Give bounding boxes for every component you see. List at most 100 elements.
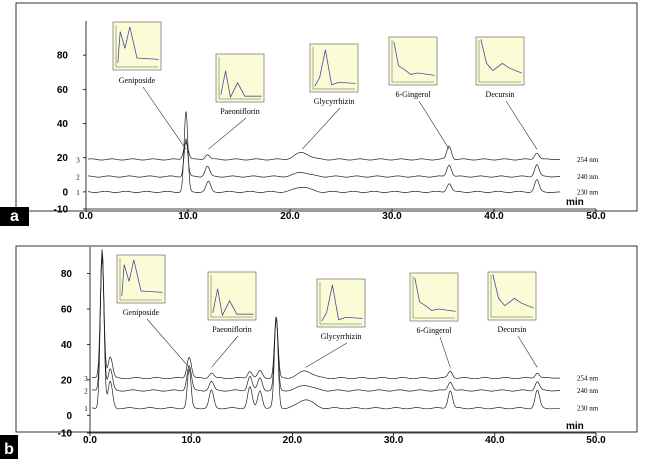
inset-spectrum (117, 26, 159, 63)
leader-line (211, 335, 239, 368)
y-tick-label: -10 (54, 205, 69, 216)
compound-label: Geniposide (119, 76, 156, 85)
inset-spectrum (393, 41, 435, 76)
y-tick-label: 40 (61, 340, 73, 351)
panel-tag-box (0, 435, 18, 459)
y-tick-label: 60 (61, 305, 73, 316)
leader-line (302, 107, 341, 150)
leader-line (505, 100, 538, 150)
plot-frame (15, 245, 638, 433)
inset-spectrum (492, 274, 534, 309)
trace-2 (87, 137, 561, 178)
x-tick-label: 50.0 (586, 435, 606, 446)
uv-spectrum-inset (388, 36, 438, 86)
trace-3 (87, 142, 560, 161)
x-tick-label: 20.0 (283, 435, 303, 446)
y-tick-label: 0 (62, 187, 68, 198)
wavelength-label: 230 nm (577, 188, 599, 196)
trace-number: 2 (84, 387, 88, 395)
inset-spectrum (220, 70, 262, 99)
x-tick-label: 10.0 (181, 435, 201, 446)
trace-1 (87, 111, 561, 193)
y-tick-label: 0 (66, 411, 72, 422)
x-tick-label: 10.0 (178, 211, 198, 222)
trace-3 (91, 254, 560, 380)
trace-number: 1 (84, 405, 88, 413)
compound-label: Decursin (498, 325, 527, 334)
trace-number: 3 (84, 375, 88, 383)
leader-line (305, 342, 348, 368)
trace-number: 3 (76, 156, 80, 164)
wavelength-label: 240 nm (577, 387, 599, 395)
inset-box (309, 43, 359, 93)
uv-spectrum-inset (475, 36, 525, 86)
panel-tag: b (4, 441, 14, 458)
uv-spectrum-inset (316, 278, 366, 328)
wavelength-label: 254 nm (577, 375, 599, 383)
wavelength-label: 254 nm (577, 156, 599, 164)
uv-spectrum-inset (309, 43, 359, 93)
inset-spectrum (212, 288, 254, 317)
inset-box (215, 53, 265, 103)
y-tick-label: 60 (57, 85, 69, 96)
leader-line (439, 336, 451, 368)
uv-spectrum-inset (409, 272, 459, 322)
compound-label: 6-Gingerol (416, 326, 452, 335)
leader-line (208, 117, 247, 150)
x-tick-label: 50.0 (586, 211, 606, 222)
x-axis-label: min (566, 421, 584, 432)
x-tick-label: 30.0 (382, 211, 402, 222)
leader-line (418, 100, 450, 150)
uv-spectrum-inset (116, 254, 166, 304)
inset-spectrum (480, 39, 522, 74)
compound-label: Glycyrrhizin (314, 97, 355, 106)
y-tick-label: 80 (57, 51, 69, 62)
panel-tag-box (0, 207, 29, 226)
compound-label: Paeoniflorin (220, 107, 260, 116)
uv-spectrum-inset (215, 53, 265, 103)
y-tick-label: 40 (57, 119, 69, 130)
wavelength-label: 240 nm (577, 173, 599, 181)
x-tick-label: 0.0 (79, 211, 93, 222)
leader-line (517, 335, 538, 368)
y-tick-label: 20 (57, 153, 69, 164)
panel-tag: a (10, 208, 19, 225)
x-tick-label: 30.0 (384, 435, 404, 446)
x-tick-label: 20.0 (280, 211, 300, 222)
compound-label: Geniposide (123, 308, 160, 317)
compound-label: Paeoniflorin (212, 325, 252, 334)
x-tick-label: 0.0 (83, 435, 97, 446)
inset-box (487, 271, 537, 321)
y-tick-label: 80 (61, 269, 73, 280)
inset-spectrum (314, 49, 356, 87)
leader-line (146, 318, 190, 368)
inset-spectrum (414, 277, 456, 312)
uv-spectrum-inset (207, 271, 257, 321)
inset-box (409, 272, 459, 322)
x-tick-label: 40.0 (485, 435, 505, 446)
trace-number: 1 (76, 189, 80, 197)
trace-2 (92, 258, 561, 392)
inset-box (207, 271, 257, 321)
plot-frame (15, 2, 638, 212)
inset-box (388, 36, 438, 86)
y-tick-label: -10 (58, 429, 73, 440)
x-tick-label: 40.0 (484, 211, 504, 222)
inset-spectrum (121, 259, 163, 296)
trace-1 (91, 249, 561, 410)
wavelength-label: 230 nm (577, 405, 599, 413)
compound-label: Decursin (486, 90, 515, 99)
y-tick-label: 20 (61, 375, 73, 386)
compound-label: Glycyrrhizin (321, 332, 362, 341)
x-axis-label: min (566, 197, 584, 208)
inset-box (316, 278, 366, 328)
inset-spectrum (321, 284, 363, 322)
trace-number: 2 (76, 174, 80, 182)
inset-box (475, 36, 525, 86)
inset-box (116, 254, 166, 304)
uv-spectrum-inset (112, 21, 162, 71)
